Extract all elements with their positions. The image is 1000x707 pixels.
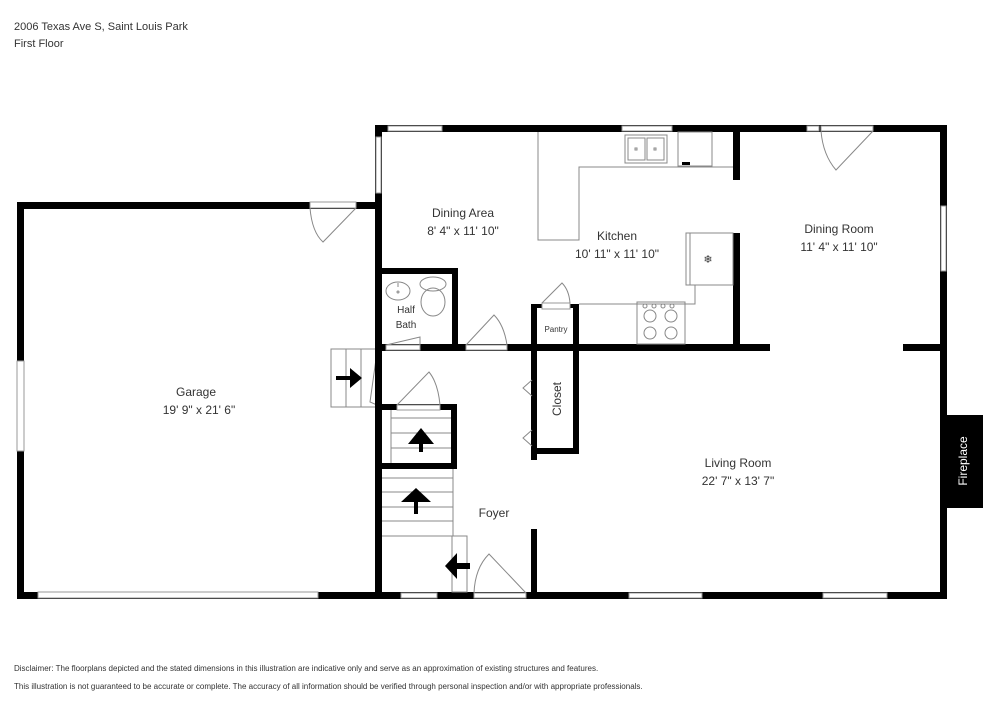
window bbox=[822, 592, 888, 599]
disclaimer-line-1: Disclaimer: The floorplans depicted and … bbox=[14, 664, 599, 673]
arrow-up-icon bbox=[401, 488, 431, 514]
front-door bbox=[473, 553, 527, 599]
kitchen-counter bbox=[537, 132, 733, 305]
foyer-name: Foyer bbox=[479, 506, 510, 520]
garage-entry-door bbox=[309, 201, 357, 243]
living-room-dims: 22' 7" x 13' 7" bbox=[702, 474, 774, 488]
fireplace-name: Fireplace bbox=[956, 436, 970, 486]
kitchen-sink-icon bbox=[624, 134, 668, 164]
window bbox=[375, 136, 382, 194]
wall bbox=[733, 125, 740, 180]
closet-name: Closet bbox=[550, 381, 564, 416]
toilet-icon bbox=[419, 276, 447, 317]
property-address: 2006 Texas Ave S, Saint Louis Park bbox=[14, 21, 188, 33]
garage-name: Garage bbox=[176, 385, 216, 399]
pantry-name: Pantry bbox=[544, 325, 567, 334]
wall bbox=[733, 233, 740, 350]
garage-steps bbox=[330, 348, 382, 408]
window bbox=[806, 125, 820, 132]
disclaimer-line-2: This illustration is not guaranteed to b… bbox=[14, 682, 643, 691]
dining-area-dims: 8' 4" x 11' 10" bbox=[427, 224, 499, 238]
garage-door bbox=[37, 591, 319, 599]
half-bath-walls bbox=[375, 268, 458, 351]
dining-room-name: Dining Room bbox=[804, 222, 873, 236]
arrow-up-icon bbox=[408, 428, 434, 452]
refrigerator-icon: ❄ bbox=[685, 232, 734, 286]
upper-stair-box bbox=[375, 404, 457, 469]
lower-stairs bbox=[382, 469, 470, 593]
dishwasher-icon bbox=[677, 131, 713, 167]
window bbox=[628, 592, 703, 599]
arrow-right-icon bbox=[336, 368, 362, 388]
sink-icon bbox=[385, 281, 411, 301]
wall bbox=[375, 344, 770, 351]
closet-doors bbox=[522, 379, 533, 447]
basement-door bbox=[396, 371, 441, 411]
house-outer-walls bbox=[375, 125, 947, 599]
kitchen-dims: 10' 11" x 11' 10" bbox=[575, 247, 659, 261]
dining-to-foyer-door bbox=[465, 314, 508, 351]
garage-walls bbox=[17, 202, 380, 599]
wall bbox=[903, 344, 947, 351]
pantry-door bbox=[541, 282, 571, 310]
dining-area-name: Dining Area bbox=[432, 206, 494, 220]
wall bbox=[531, 529, 537, 599]
closet-walls bbox=[531, 448, 579, 454]
window bbox=[940, 205, 947, 272]
garage-side-window bbox=[16, 360, 25, 452]
svg-text:❄: ❄ bbox=[703, 254, 712, 266]
half-bath-name-line2: Bath bbox=[396, 320, 417, 331]
kitchen-name: Kitchen bbox=[597, 229, 637, 243]
garage-dims: 19' 9" x 21' 6" bbox=[163, 403, 235, 417]
arrow-left-icon bbox=[445, 553, 470, 579]
floor-label: First Floor bbox=[14, 38, 64, 50]
dining-room-dims: 11' 4" x 11' 10" bbox=[800, 240, 877, 254]
stove-icon bbox=[636, 301, 686, 345]
window bbox=[621, 125, 673, 132]
dining-room-exterior-door bbox=[820, 125, 874, 171]
living-room-name: Living Room bbox=[705, 456, 772, 470]
window bbox=[400, 592, 438, 599]
half-bath-name-line1: Half bbox=[397, 305, 415, 316]
fireplace-block bbox=[945, 415, 983, 508]
half-bath-door bbox=[385, 336, 421, 351]
window bbox=[387, 125, 443, 132]
